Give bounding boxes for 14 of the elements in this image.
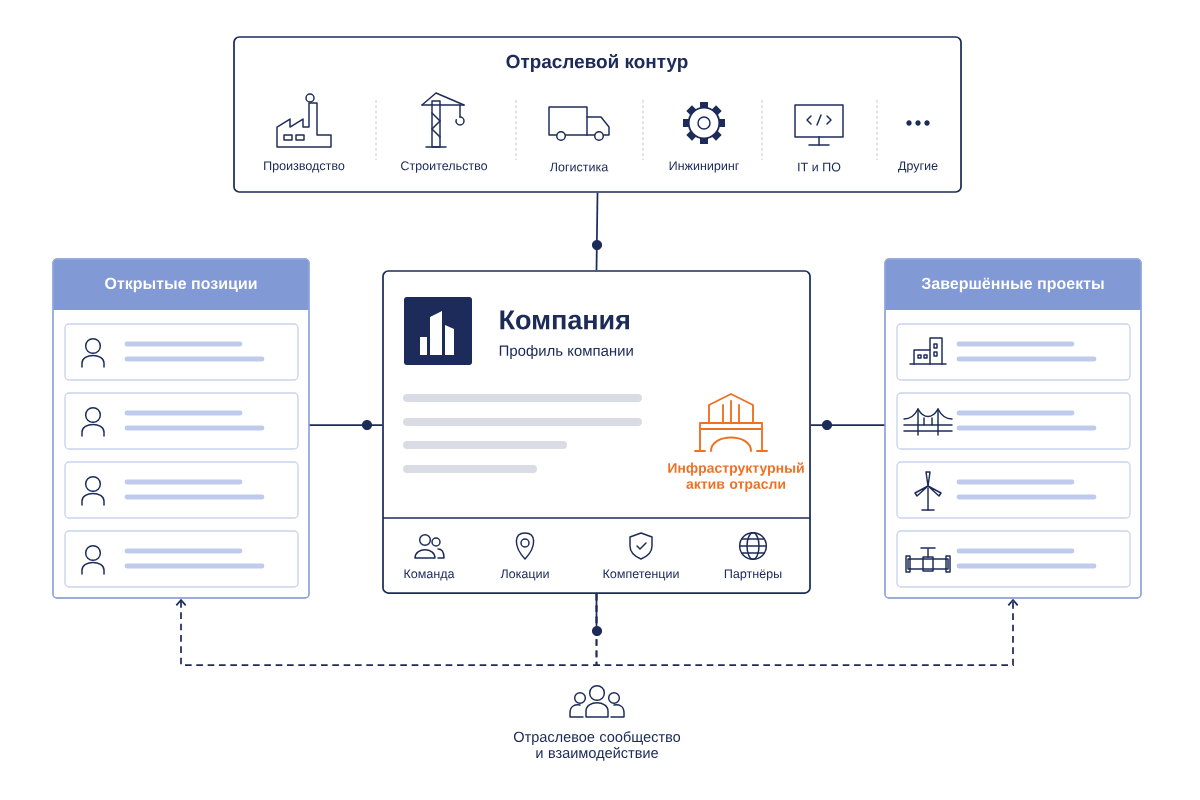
feature-label: Локации (500, 569, 549, 581)
feature-label: Компетенции (603, 569, 679, 581)
sector-label: Строительство (401, 161, 488, 173)
list-panel: Открытые позиции (52, 258, 310, 599)
sector-label: Производство (264, 161, 345, 173)
asset-label: Инфраструктурный актив отрасли (668, 462, 804, 492)
feature-label: Команда (404, 569, 455, 581)
feature-label: Партнёры (724, 569, 782, 581)
community-label: Отраслевое сообщество и взаимодействие (513, 731, 681, 761)
sector-label: IT и ПО (798, 162, 841, 172)
sector-label: Инжиниринг (669, 161, 739, 173)
sector-label: Логистика (549, 162, 609, 172)
list-panel: Завершённые проекты (884, 258, 1142, 599)
sector-label: Другие (898, 161, 938, 173)
